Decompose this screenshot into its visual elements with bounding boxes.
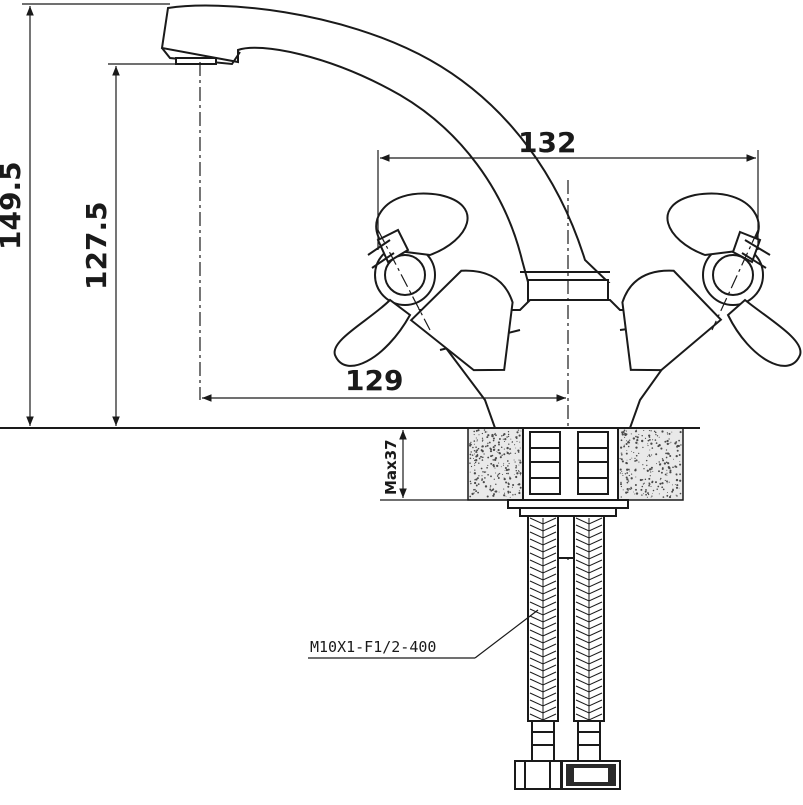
- dim-label-149-5: 149.5: [0, 161, 27, 250]
- dim-label-127-5: 127.5: [80, 201, 113, 290]
- dim-label-132: 132: [518, 126, 576, 159]
- spout: [160, 4, 611, 283]
- dimension-deck-thickness: Max37: [380, 430, 520, 501]
- dimension-handle-span: 132: [377, 126, 759, 250]
- mounting-assembly: [507, 427, 629, 559]
- left-handle: [333, 192, 514, 372]
- hose-callout: M10X1-F1/2-400: [308, 609, 539, 659]
- dim-label-129: 129: [345, 364, 403, 397]
- hose-spec-label: M10X1-F1/2-400: [310, 638, 436, 656]
- center-lines: [199, 62, 759, 560]
- countertop: [0, 427, 700, 501]
- dimension-spout-height: 127.5: [80, 63, 200, 426]
- right-handle: [621, 192, 802, 372]
- dimension-spout-reach: 129: [202, 364, 566, 402]
- hose-left: [514, 515, 562, 790]
- hose-right: [561, 515, 621, 790]
- dim-label-max37: Max37: [382, 439, 400, 495]
- dimension-total-height: 149.5: [0, 3, 170, 426]
- stone-texture: [469, 429, 682, 499]
